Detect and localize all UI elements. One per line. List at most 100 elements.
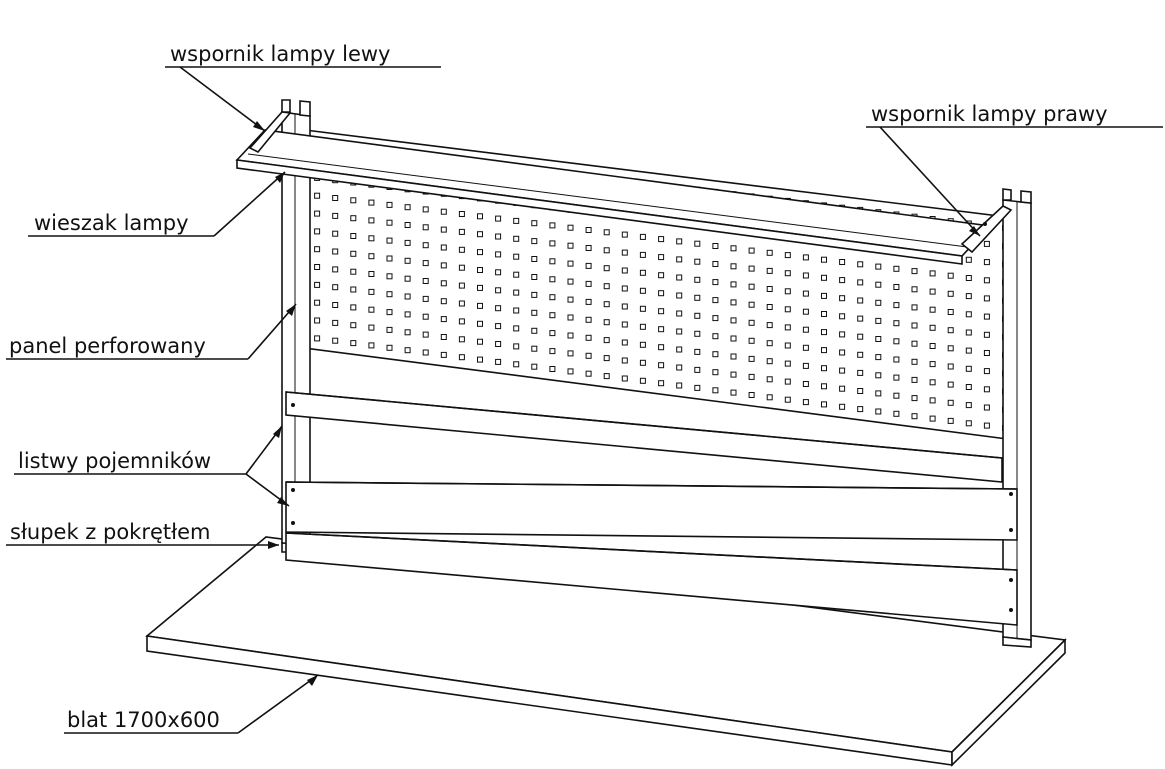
perforation-hole — [513, 235, 520, 242]
perforation-hole — [567, 314, 574, 321]
perforation-hole — [404, 239, 411, 246]
perforation-hole — [314, 210, 321, 217]
perforation-hole — [947, 417, 954, 424]
perforation-hole — [386, 255, 393, 262]
perforation-hole — [766, 340, 773, 347]
perforation-hole — [712, 297, 719, 304]
perforation-hole — [368, 235, 375, 242]
perforation-hole — [531, 345, 538, 352]
perforation-hole — [603, 373, 610, 380]
perforation-hole — [911, 286, 918, 293]
bin-rail-2 — [285, 481, 1018, 541]
perforation-hole — [350, 286, 357, 293]
perforation-hole — [477, 284, 483, 291]
perforation-hole — [983, 422, 990, 429]
perforation-hole — [821, 365, 827, 372]
perforation-hole — [658, 254, 665, 261]
perforation-hole — [422, 349, 429, 356]
perforation-hole — [621, 249, 628, 256]
perforation-hole — [585, 245, 592, 251]
perforation-hole — [784, 270, 791, 277]
perforation-hole — [766, 286, 773, 292]
leader-lines — [6, 66, 1163, 734]
perforation-hole — [350, 340, 357, 347]
perforation-hole — [639, 323, 646, 330]
perforation-hole — [730, 299, 737, 306]
perforation-hole — [911, 304, 918, 311]
perforation-hole — [658, 344, 665, 351]
perforation-hole — [314, 228, 321, 235]
perforation-hole — [639, 287, 646, 294]
perforation-hole — [821, 401, 827, 408]
perforation-hole — [730, 317, 737, 324]
perforation-hole — [332, 266, 339, 273]
perforation-hole — [513, 217, 520, 224]
perforation-hole — [368, 324, 375, 331]
perforation-hole — [965, 293, 972, 300]
perforation-hole — [676, 346, 683, 353]
perforation-hole — [404, 329, 411, 336]
perforation-hole — [621, 285, 628, 292]
perforation-hole — [404, 347, 411, 354]
perforation-hole — [585, 316, 592, 323]
perforation-hole — [748, 392, 755, 398]
perforation-hole — [513, 325, 520, 332]
perforation-hole — [947, 363, 954, 370]
perforation-hole — [676, 382, 683, 389]
perforation-hole — [585, 227, 592, 233]
perforation-hole — [350, 215, 357, 222]
perforation-hole — [531, 291, 538, 298]
perforation-hole — [983, 295, 990, 302]
perforation-hole — [314, 264, 321, 270]
perforation-hole — [477, 213, 483, 220]
perforation-hole — [549, 312, 556, 319]
perforation-hole — [802, 362, 809, 369]
perforation-hole — [513, 253, 520, 260]
perforation-hole — [440, 351, 447, 358]
perforation-hole — [495, 341, 502, 347]
perforation-hole — [549, 258, 556, 265]
perforation-hole — [621, 267, 628, 274]
perforation-hole — [802, 399, 809, 406]
perforation-hole — [639, 359, 646, 366]
perforation-hole — [748, 283, 755, 290]
perforation-hole — [585, 298, 592, 305]
perforation-hole — [748, 319, 755, 326]
perforation-hole — [875, 299, 882, 306]
bin-rail-1 — [285, 391, 1003, 483]
perforation-hole — [658, 326, 665, 333]
perforation-hole — [368, 342, 375, 349]
perforation-hole — [694, 348, 701, 355]
perforation-hole — [495, 269, 502, 276]
perforation-hole — [857, 315, 864, 322]
perforation-hole — [730, 371, 737, 378]
perforation-hole — [639, 341, 646, 348]
perforation-hole — [495, 287, 502, 294]
perforation-hole — [422, 260, 429, 267]
perforation-hole — [458, 300, 465, 307]
perforation-hole — [658, 272, 665, 279]
perforation-hole — [676, 238, 683, 245]
perforation-hole — [802, 254, 809, 261]
perforation-hole — [929, 270, 936, 277]
perforation-hole — [857, 297, 864, 304]
perforation-hole — [567, 242, 574, 249]
perforation-hole — [639, 305, 646, 312]
label-left-lamp-bracket: wspornik lampy lewy — [170, 42, 391, 66]
perforation-hole — [621, 375, 628, 382]
perforation-hole — [585, 280, 592, 287]
perforation-hole — [458, 264, 465, 271]
perforation-hole — [730, 353, 737, 360]
perforation-hole — [694, 258, 701, 265]
perforation-hole — [929, 288, 936, 295]
perforation-hole — [929, 361, 936, 368]
perforation-hole — [766, 267, 773, 274]
perforation-hole — [621, 321, 628, 328]
perforation-hole — [893, 338, 900, 345]
perforation-hole — [567, 350, 574, 357]
perforation-hole — [603, 247, 610, 254]
perforation-hole — [658, 236, 665, 243]
perforation-hole — [549, 294, 556, 301]
perforation-hole — [784, 342, 791, 349]
perforation-hole — [621, 339, 628, 346]
